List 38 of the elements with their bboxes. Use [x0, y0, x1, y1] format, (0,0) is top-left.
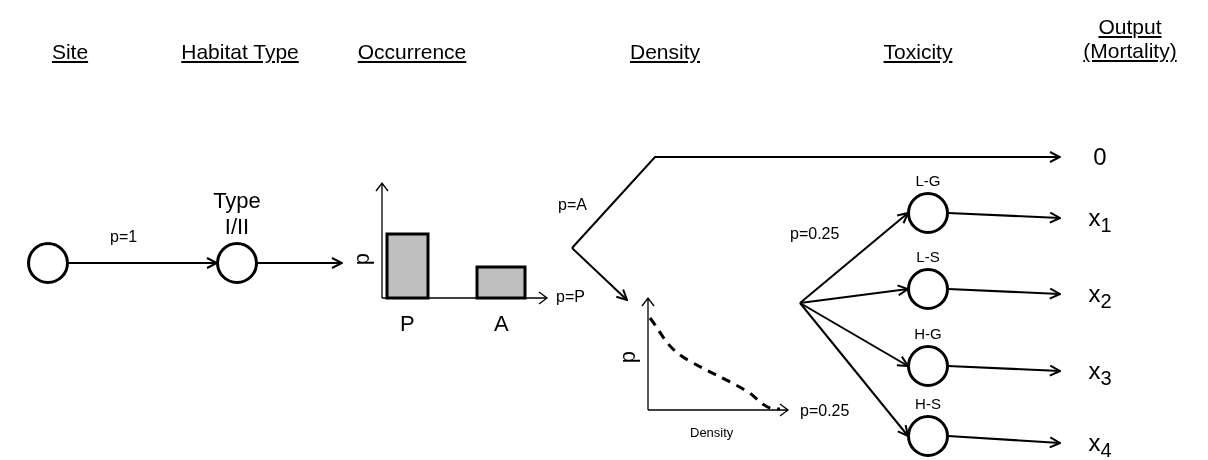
- output-value: 0: [1060, 142, 1140, 172]
- arrow: [799, 284, 909, 304]
- axis-label: p: [351, 252, 374, 266]
- column-heading: Density: [629, 40, 701, 64]
- arrow: [947, 364, 1061, 377]
- arrow: [947, 287, 1061, 300]
- output-value: x$_{3}$: [1060, 356, 1140, 386]
- arrow: [947, 211, 1061, 224]
- arrow: [67, 257, 218, 269]
- node-label: H-S: [914, 394, 942, 413]
- column-heading: Site: [50, 40, 90, 64]
- arrow: [571, 247, 628, 301]
- column-heading: Output (Mortality): [1082, 15, 1178, 63]
- column-heading: Habitat Type: [180, 40, 300, 64]
- arrow: [256, 257, 343, 269]
- output-value: x$_{2}$: [1060, 279, 1140, 309]
- edge-label: p=0.25: [800, 402, 850, 420]
- node-label: Type I/II: [212, 188, 262, 240]
- arrow: [799, 302, 909, 367]
- node-label: H-G: [913, 324, 943, 343]
- axis-label: Density: [690, 426, 734, 439]
- axis-label: A: [494, 313, 509, 335]
- arrow: [799, 302, 909, 437]
- arrow: [571, 151, 1061, 249]
- edge-label: p=P: [556, 288, 585, 306]
- node-label: L-G: [914, 171, 942, 190]
- arrow: [799, 212, 909, 304]
- edge-label: p=A: [558, 196, 587, 214]
- node-label: L-S: [915, 247, 941, 266]
- edge-label: p=0.25: [790, 225, 840, 243]
- output-value: x$_{4}$: [1060, 428, 1140, 458]
- output-value: x$_{1}$: [1060, 203, 1140, 233]
- axis-label: p: [617, 350, 640, 364]
- arrow: [947, 435, 1061, 449]
- axis-label: P: [400, 313, 415, 335]
- edge-label: p=1: [110, 228, 138, 246]
- column-heading: Occurrence: [356, 40, 468, 64]
- column-heading: Toxicity: [882, 40, 954, 64]
